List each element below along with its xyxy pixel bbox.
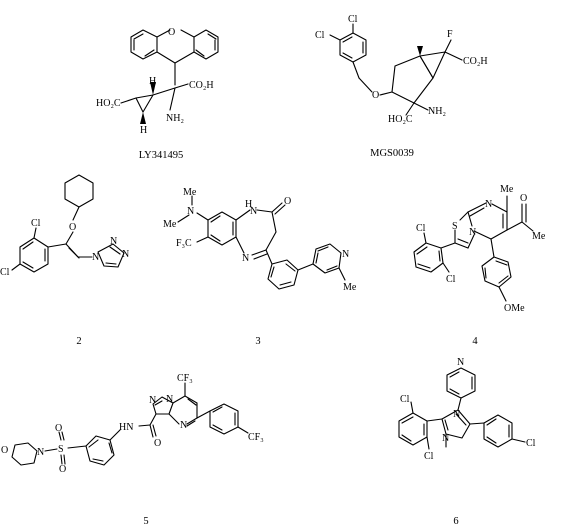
label-methyl: Me — [500, 184, 514, 195]
label-nitrogen: N — [187, 206, 194, 217]
label-nitrogen: N — [342, 249, 349, 260]
label-chlorine: Cl — [526, 438, 536, 449]
label-carboxylic-acid: HO₂C — [388, 114, 413, 125]
caption-compound-5: 5 — [143, 516, 148, 527]
structure-ly341495: O H H CO₂H NH₂ HO₂C LY341495 — [96, 27, 219, 161]
label-methyl: Me — [343, 282, 357, 293]
structure-mgs0039: Cl Cl F CO₂H O NH₂ HO₂C MGS0039 — [315, 14, 488, 159]
structure-compound-2: O Cl Cl N N N 2 — [0, 174, 129, 347]
label-trifluoromethyl: CF₃ — [248, 432, 264, 443]
label-amide-nh: HN — [119, 422, 133, 433]
label-trifluoromethyl: F₃C — [176, 238, 192, 249]
label-oxygen: O — [59, 464, 66, 475]
label-trifluoromethyl: CF₃ — [177, 373, 193, 384]
structure-compound-5: CF₃ N N N HN O CF₃ S O O N O 5 — [1, 373, 264, 527]
label-sulfur: S — [58, 444, 64, 455]
label-oxygen: O — [69, 222, 76, 233]
label-carboxylic-acid: CO₂H — [463, 56, 488, 67]
label-nitrogen: N — [485, 199, 492, 210]
label-nitrogen: N — [122, 249, 129, 260]
label-oxygen: O — [284, 196, 291, 207]
label-chlorine: Cl — [315, 30, 325, 41]
structure-compound-3: Me N Me H N O F₃C N N Me 3 — [163, 187, 357, 347]
label-nitrogen: N — [469, 227, 476, 238]
label-carboxylic-acid: CO₂H — [189, 80, 214, 91]
label-oxygen: O — [520, 193, 527, 204]
label-nitrogen: N — [180, 420, 187, 431]
label-nitrogen: N — [166, 394, 173, 405]
label-carboxylic-acid: HO₂C — [96, 98, 121, 109]
caption-compound-4: 4 — [472, 336, 478, 347]
label-nitrogen: N — [110, 236, 117, 247]
label-nitrogen: N — [37, 447, 44, 458]
label-oxygen: O — [154, 438, 161, 449]
label-chlorine: Cl — [0, 267, 10, 278]
label-hydrogen: H — [245, 199, 252, 210]
label-nitrogen: N — [453, 409, 460, 420]
label-chlorine: Cl — [348, 14, 358, 25]
label-sulfur: S — [452, 221, 458, 232]
caption-compound-6: 6 — [453, 516, 458, 527]
label-nitrogen: N — [457, 357, 464, 368]
label-h: H — [149, 76, 156, 87]
structure-compound-6: N Cl N N Cl Cl 6 — [398, 357, 536, 527]
caption-ly341495: LY341495 — [139, 150, 183, 161]
label-methyl: Me — [183, 187, 197, 198]
label-nitrogen: N — [442, 433, 449, 444]
label-chlorine: Cl — [416, 223, 426, 234]
label-chlorine: Cl — [424, 451, 434, 462]
label-oxygen: O — [1, 445, 8, 456]
label-nitrogen: N — [242, 253, 249, 264]
label-nitrogen: N — [250, 206, 257, 217]
caption-compound-3: 3 — [255, 336, 260, 347]
caption-compound-2: 2 — [76, 336, 81, 347]
label-amino: NH₂ — [428, 106, 446, 117]
label-nitrogen: N — [92, 252, 99, 263]
label-chlorine: Cl — [31, 218, 41, 229]
structure-compound-4: Me N O Me S Cl N Cl OMe 4 — [413, 184, 546, 347]
label-oxygen: O — [55, 423, 62, 434]
label-methoxy: OMe — [504, 303, 525, 314]
caption-mgs0039: MGS0039 — [370, 148, 414, 159]
label-amino: NH₂ — [166, 113, 184, 124]
label-methyl: Me — [163, 219, 177, 230]
label-oxygen: O — [168, 27, 175, 38]
label-oxygen: O — [372, 90, 379, 101]
label-nitrogen: N — [149, 395, 156, 406]
label-chlorine: Cl — [400, 394, 410, 405]
label-fluorine: F — [447, 29, 453, 40]
label-chlorine: Cl — [446, 274, 456, 285]
label-methyl: Me — [532, 231, 546, 242]
label-h: H — [140, 125, 147, 136]
